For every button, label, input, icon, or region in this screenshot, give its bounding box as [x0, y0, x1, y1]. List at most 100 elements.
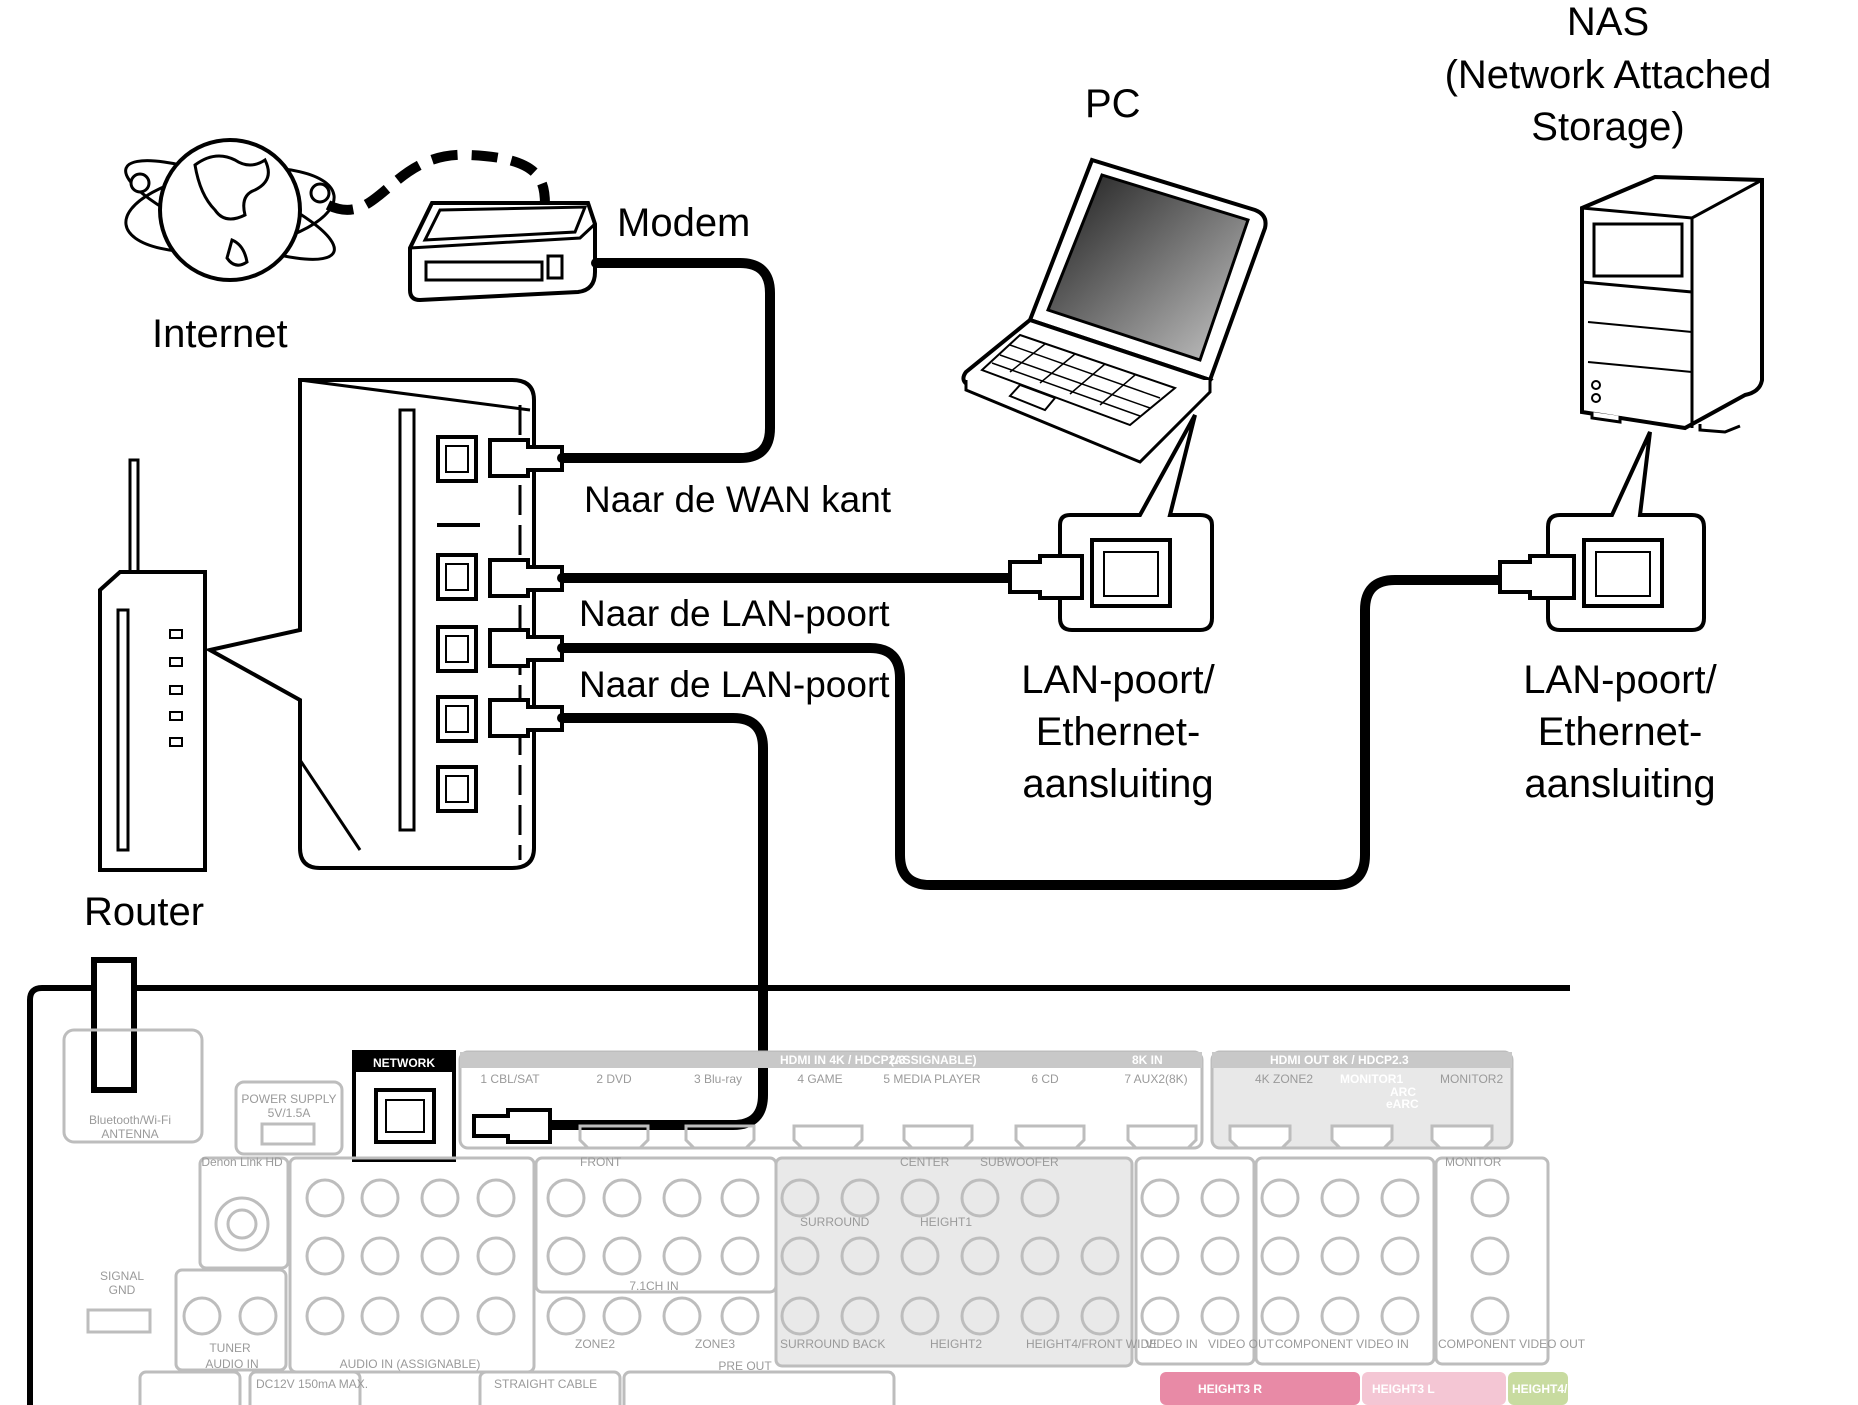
front-label: FRONT	[580, 1155, 622, 1169]
pc-lan-port-icon	[1090, 538, 1172, 608]
height3-l-label: HEIGHT3 L	[1372, 1382, 1435, 1396]
nas-port-label-2: Ethernet-	[1538, 710, 1703, 754]
hdmi-output-3: MONITOR2	[1440, 1072, 1503, 1086]
hdmi-8k-label: 8K IN	[1132, 1053, 1163, 1067]
arc-label: ARC	[1390, 1085, 1416, 1099]
hdmi-input-2: 2 DVD	[596, 1072, 632, 1086]
zone2-label: ZONE2	[575, 1337, 615, 1351]
signal-gnd-label-2: GND	[109, 1283, 136, 1297]
earc-label: eARC	[1386, 1097, 1419, 1111]
router-lan-port-1	[436, 553, 478, 601]
subwoofer-label: SUBWOOFER	[980, 1155, 1059, 1169]
antenna-label-1: Bluetooth/Wi-Fi	[89, 1113, 171, 1127]
surround-back-label: SURROUND BACK	[780, 1337, 885, 1351]
hdmi-input-7: 7 AUX2(8K)	[1124, 1072, 1187, 1086]
component-out-label: COMPONENT VIDEO OUT	[1438, 1337, 1586, 1351]
pc-label: PC	[1085, 82, 1141, 126]
av-receiver-rear-panel: Bluetooth/Wi-Fi ANTENNA POWER SUPPLY 5V/…	[27, 957, 1586, 1405]
video-out-label: VIDEO OUT	[1208, 1337, 1275, 1351]
hdmi-output-ports	[1228, 1124, 1494, 1150]
internet-link-dashed	[325, 149, 550, 215]
hdmi-in-label: HDMI IN 4K / HDCP2.3	[780, 1053, 906, 1067]
video-in-label: VIDEO IN	[1145, 1337, 1198, 1351]
zone3-label: ZONE3	[695, 1337, 735, 1351]
analog-io-section	[174, 1156, 1550, 1374]
router-ports	[436, 435, 478, 813]
antenna-label-2: ANTENNA	[101, 1127, 158, 1141]
hdmi-output-1: 4K ZONE2	[1255, 1072, 1313, 1086]
hdmi-input-1: 1 CBL/SAT	[480, 1072, 540, 1086]
antenna-icon	[91, 957, 137, 1093]
ch71-in-label: 7.1CH IN	[629, 1279, 678, 1293]
power-label-1: POWER SUPPLY	[241, 1092, 336, 1106]
internet-globe-icon	[124, 138, 336, 282]
height3-l-terminal	[1362, 1372, 1506, 1405]
hdmi-output-2: MONITOR1	[1340, 1072, 1403, 1086]
laptop-icon	[961, 157, 1268, 464]
nas-title: NAS	[1567, 0, 1649, 44]
hdmi-input-3: 3 Blu-ray	[694, 1072, 742, 1086]
signal-gnd-label-1: SIGNAL	[100, 1269, 144, 1283]
height4-front-wide-label: HEIGHT4/FRONT WIDE	[1026, 1337, 1157, 1351]
hdmi-input-6: 6 CD	[1031, 1072, 1059, 1086]
receiver-plug	[472, 1108, 552, 1144]
router-back-panel	[204, 378, 536, 870]
pc-port-label-2: Ethernet-	[1036, 710, 1201, 754]
modem-icon	[408, 201, 597, 303]
router-wan-port	[436, 435, 478, 483]
hdmi-input-5: 5 MEDIA PLAYER	[883, 1072, 980, 1086]
router-lan-port-2	[436, 625, 478, 673]
cable-av-receiver	[545, 713, 768, 1130]
height3-r-label: HEIGHT3 R	[1198, 1382, 1262, 1396]
power-label-2: 5V/1.5A	[268, 1106, 311, 1120]
router-lan-port-3	[436, 695, 478, 743]
hdmi-assignable-label: (ASSIGNABLE)	[890, 1053, 977, 1067]
audio-in-assignable-label: AUDIO IN (ASSIGNABLE)	[340, 1357, 481, 1371]
hdmi-out-label: HDMI OUT 8K / HDCP2.3	[1270, 1053, 1409, 1067]
hdmi-input-labels: 1 CBL/SAT 2 DVD 3 Blu-ray 4 GAME 5 MEDIA…	[480, 1072, 1187, 1086]
height4-terminal	[1508, 1372, 1568, 1405]
nas-lan-port-icon	[1582, 538, 1664, 608]
center-label: CENTER	[900, 1155, 950, 1169]
cable-nas	[557, 575, 1505, 890]
network-port-label: NETWORK	[373, 1056, 435, 1070]
pc-port-label-3: aansluiting	[1022, 762, 1213, 806]
height3-r-terminal	[1160, 1372, 1360, 1405]
denon-link-label: Denon Link HD	[201, 1155, 283, 1169]
pre-out-label: PRE OUT	[718, 1359, 772, 1373]
modem-label: Modem	[617, 201, 750, 245]
nas-plug	[1498, 554, 1576, 600]
router-label: Router	[84, 890, 204, 934]
cable-modem-wan	[557, 258, 775, 463]
height4-fr-label: HEIGHT4/FR	[1512, 1382, 1584, 1396]
bottom-row: DC12V 150mA MAX. STRAIGHT CABLE HEIGHT3 …	[138, 1370, 1584, 1405]
monitor-label: MONITOR	[1445, 1155, 1502, 1169]
hdmi-input-4: 4 GAME	[797, 1072, 842, 1086]
nas-port-label-1: LAN-poort/	[1523, 658, 1717, 702]
hdmi-input-ports	[578, 1124, 1198, 1150]
lan-label-2: Naar de LAN-poort	[579, 664, 890, 705]
component-in-label: COMPONENT VIDEO IN	[1275, 1337, 1409, 1351]
audio-in-label: AUDIO IN	[205, 1357, 258, 1371]
nas-subtitle-2: Storage)	[1531, 105, 1684, 149]
tuner-label: TUNER	[209, 1341, 251, 1355]
rca-jacks	[182, 1178, 1510, 1336]
internet-label: Internet	[152, 312, 288, 356]
lan-label-1: Naar de LAN-poort	[579, 593, 890, 634]
height1-label: HEIGHT1	[920, 1215, 972, 1229]
router-plugs	[488, 438, 564, 738]
height2-label: HEIGHT2	[930, 1337, 982, 1351]
straight-cable-label: STRAIGHT CABLE	[494, 1377, 597, 1391]
pc-plug	[1008, 554, 1084, 600]
wan-label: Naar de WAN kant	[584, 479, 892, 520]
pc-port-label-1: LAN-poort/	[1021, 658, 1215, 702]
nas-subtitle-1: (Network Attached	[1445, 53, 1772, 97]
dc12v-label: DC12V 150mA MAX.	[256, 1377, 368, 1391]
router-icon	[98, 458, 207, 872]
nas-server-icon	[1580, 174, 1764, 434]
surround-label: SURROUND	[800, 1215, 870, 1229]
nas-port-label-3: aansluiting	[1524, 762, 1715, 806]
router-lan-port-4	[436, 765, 478, 813]
